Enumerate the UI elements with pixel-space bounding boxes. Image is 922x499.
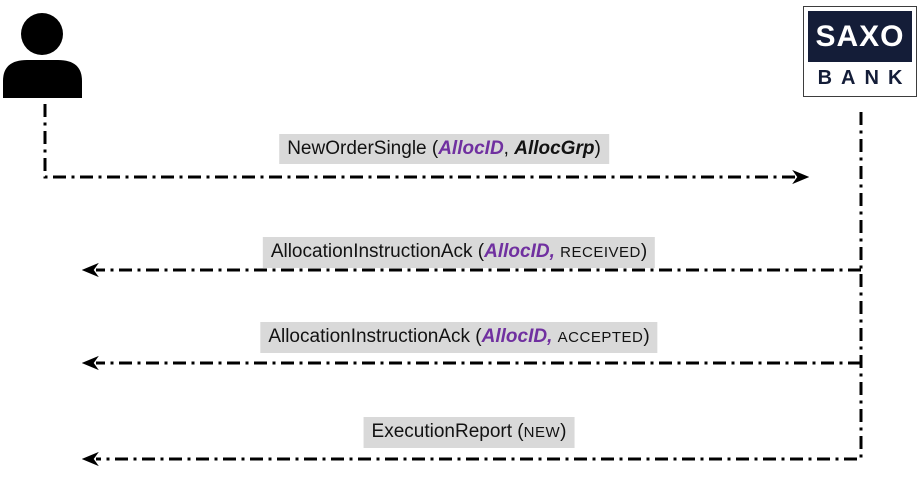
alloc-grp-field: AllocGrp [514,138,595,159]
alloc-id-field: AllocID, [481,326,553,347]
label-text: ) [560,421,567,442]
client-lifeline-message-arrow-1 [43,104,810,185]
status-received: RECEIVED [560,244,641,261]
label-text: ) [594,138,601,159]
label-text: ) [640,241,648,262]
status-new: NEW [523,424,561,441]
message-label-allocation-ack-received: AllocationInstructionAck (AllocID, RECEI… [262,237,656,268]
label-text: ExecutionReport ( [371,421,524,442]
message-label-execution-report: ExecutionReport (NEW) [363,417,575,448]
saxo-logo-wordmark: SAXO [808,11,912,62]
saxo-logo-line2: BANK [817,67,912,89]
person-icon [3,13,82,98]
saxo-logo-line1: SAXO [815,19,905,53]
alloc-id-field: AllocID, [484,241,555,262]
status-accepted: ACCEPTED [557,329,644,346]
label-text: NewOrderSingle ( [287,138,439,159]
saxo-logo-bank-row: BANK [804,61,916,96]
alloc-id-field: AllocID [438,138,504,159]
label-text: AllocationInstructionAck ( [270,241,485,262]
label-text: AllocationInstructionAck ( [268,326,482,347]
bank-lifeline-message-arrow-4 [81,112,863,467]
label-text: ) [643,326,650,347]
saxo-bank-logo: SAXO BANK [803,6,917,97]
message-label-new-order-single: NewOrderSingle (AllocID, AllocGrp) [279,134,609,164]
label-text: , [503,138,515,159]
message-label-allocation-ack-accepted: AllocationInstructionAck (AllocID, ACCEP… [260,322,658,353]
